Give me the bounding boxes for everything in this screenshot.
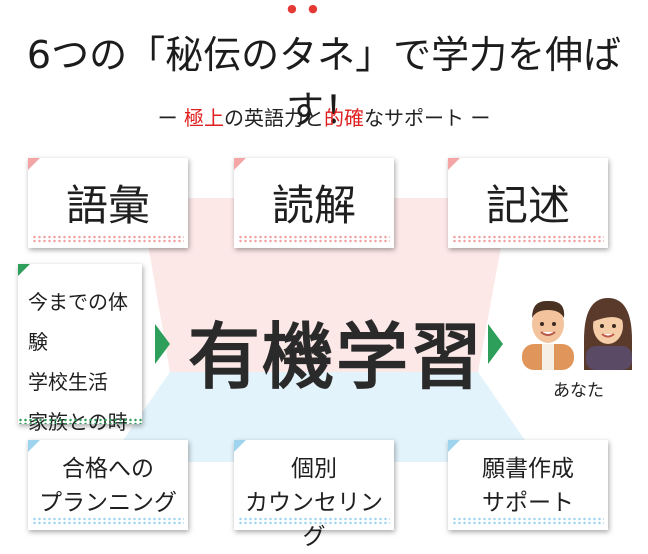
center-label: 有機学習 [188, 315, 485, 399]
background-hexagon [108, 198, 540, 462]
card-label: 読解 [271, 181, 356, 230]
card-reading: 読解 [234, 158, 394, 248]
arrow-left-icon [155, 324, 170, 364]
side-line: 今までの体験 [28, 290, 128, 354]
page-title: 6つの「秘伝のタネ」で学力を伸ばす！ [0, 2, 648, 134]
page-subtitle: ー 極上の英語力と的確なサポート ー [157, 106, 491, 130]
side-line: 学校生活 [28, 370, 108, 394]
card-writing: 記述 [448, 158, 608, 248]
card-application-support: 願書作成 サポート [448, 440, 608, 530]
emphasis-dots: タネ [279, 2, 355, 79]
card-line: 願書作成 [482, 456, 574, 482]
card-planning: 合格への プランニング [28, 440, 188, 530]
card-line: 個別 [291, 456, 337, 482]
card-label: 記述 [485, 181, 570, 230]
side-card-dots [18, 418, 142, 424]
card-counseling: 個別 カウンセリング [234, 440, 394, 550]
card-experience: 今までの体験 学校生活 家族との時間 [18, 264, 142, 474]
card-line: サポート [482, 490, 574, 516]
card-line: 合格への [62, 456, 154, 482]
you-label: あなた [553, 381, 604, 401]
card-line: プランニング [39, 490, 177, 516]
people-icon [522, 298, 632, 370]
arrow-right-icon [488, 324, 503, 364]
card-vocabulary: 語彙 [28, 158, 188, 248]
card-line: カウンセリング [245, 490, 383, 550]
card-label: 語彙 [65, 181, 150, 230]
